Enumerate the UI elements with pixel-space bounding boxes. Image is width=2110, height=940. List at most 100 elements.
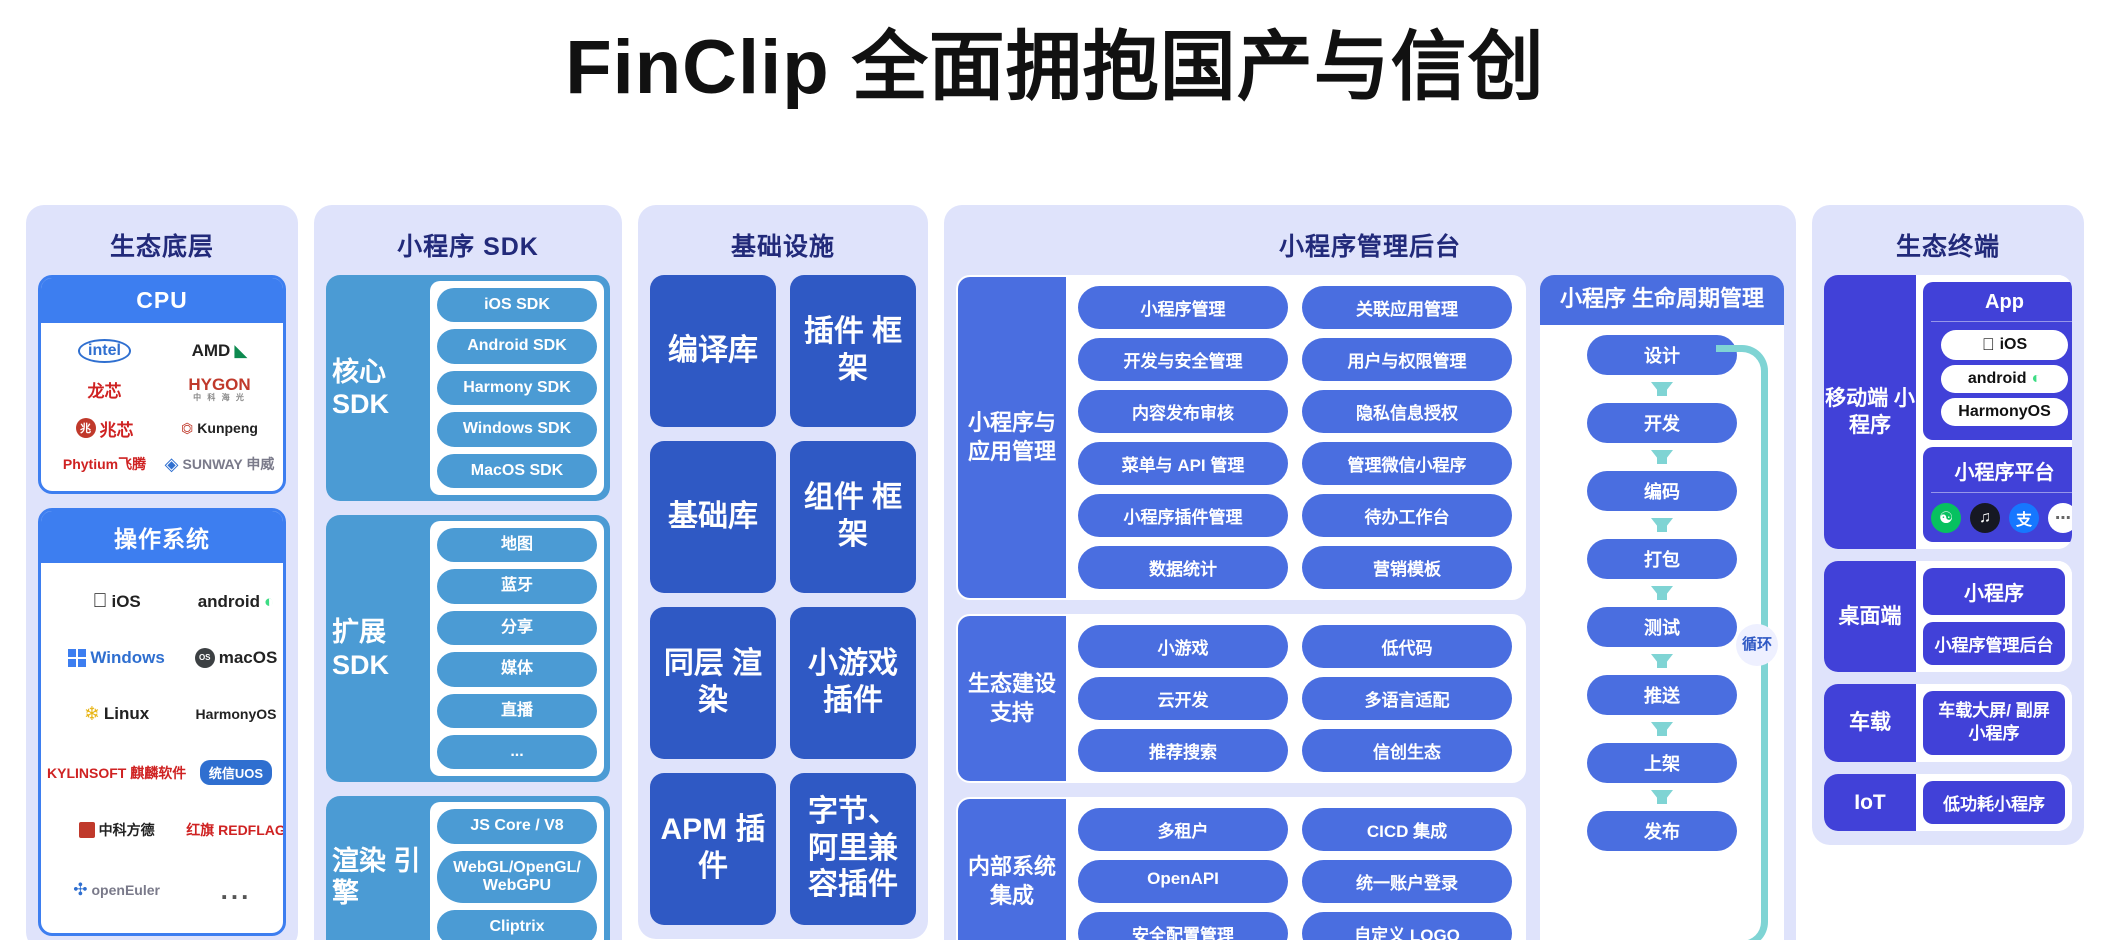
terminal-card-desktop-miniapp[interactable]: 小程序 — [1923, 568, 2065, 615]
admin-item[interactable]: 菜单与 API 管理 — [1078, 442, 1288, 485]
terminal-card-desktop-admin[interactable]: 小程序管理后台 — [1923, 622, 2065, 665]
lifecycle-title: 小程序 生命周期管理 — [1540, 275, 1784, 325]
terminal-group-desktop-label: 桌面端 — [1824, 561, 1916, 672]
admin-item[interactable]: 待办工作台 — [1302, 494, 1512, 537]
admin-item[interactable]: 用户与权限管理 — [1302, 338, 1512, 381]
douyin-icon[interactable]: ♫ — [1970, 503, 2000, 533]
alipay-icon[interactable]: 支 — [2009, 503, 2039, 533]
infrastructure-grid: 编译库 插件 框架 基础库 组件 框架 同层 渲染 小游戏 插件 APM 插件 … — [650, 275, 916, 925]
sdk-group-render: 渲染 引擎 JS Core / V8 WebGL/OpenGL/ WebGPU … — [326, 796, 610, 940]
lifecycle-step[interactable]: 推送 — [1587, 674, 1737, 715]
admin-item[interactable]: 小程序管理 — [1078, 286, 1288, 329]
terminal-card-iot[interactable]: 低功耗小程序 — [1923, 780, 2065, 824]
terminal-group-mobile: 移动端 小程序 App iOS android◐ HarmonyOS 小程序平… — [1824, 275, 2072, 549]
infra-cell[interactable]: 字节、 阿里兼 容插件 — [790, 773, 916, 925]
terminal-card-vehicle[interactable]: 车载大屏/ 副屏小程序 — [1923, 691, 2065, 755]
lifecycle-step[interactable]: 编码 — [1587, 470, 1737, 511]
sdk-item[interactable]: ... — [437, 734, 597, 770]
infra-cell[interactable]: 编译库 — [650, 275, 776, 427]
sdk-item[interactable]: WebGL/OpenGL/ WebGPU — [437, 850, 597, 904]
lifecycle-step[interactable]: 发布 — [1587, 810, 1737, 851]
infra-cell[interactable]: 组件 框架 — [790, 441, 916, 593]
panel-sdk: 小程序 SDK 核心 SDK iOS SDK Android SDK Harmo… — [314, 205, 622, 940]
admin-item[interactable]: 开发与安全管理 — [1078, 338, 1288, 381]
admin-item[interactable]: 推荐搜索 — [1078, 729, 1288, 772]
more-icon[interactable]: ⋯ — [2048, 503, 2072, 533]
sdk-item[interactable]: Harmony SDK — [437, 370, 597, 406]
admin-item[interactable]: 关联应用管理 — [1302, 286, 1512, 329]
lifecycle-step[interactable]: 上架 — [1587, 742, 1737, 783]
admin-item[interactable]: 云开发 — [1078, 677, 1288, 720]
sdk-item[interactable]: Android SDK — [437, 329, 597, 364]
admin-item[interactable]: 内容发布审核 — [1078, 390, 1288, 433]
terminal-pill-android[interactable]: android◐ — [1941, 365, 2068, 393]
sdk-item[interactable]: JS Core / V8 — [437, 809, 597, 844]
admin-group-app-management: 小程序与 应用管理 小程序管理 关联应用管理 开发与安全管理 用户与权限管理 内… — [956, 275, 1526, 600]
admin-item[interactable]: 多租户 — [1078, 808, 1288, 851]
admin-group-app-management-label: 小程序与 应用管理 — [958, 277, 1066, 598]
sdk-item[interactable]: 媒体 — [437, 652, 597, 687]
admin-item[interactable]: 营销模板 — [1302, 546, 1512, 589]
admin-item[interactable]: 自定义 LOGO — [1302, 912, 1512, 940]
terminal-pill-ios[interactable]: iOS — [1941, 330, 2068, 360]
page-title: FinClip 全面拥抱国产与信创 — [565, 25, 1545, 110]
sdk-item[interactable]: 直播 — [437, 693, 597, 728]
arrow-down-icon — [1651, 789, 1673, 804]
arrow-down-icon — [1651, 585, 1673, 600]
sdk-item[interactable]: 蓝牙 — [437, 569, 597, 604]
panel-title-ecosystem-base: 生态底层 — [109, 233, 214, 261]
sdk-item[interactable]: iOS SDK — [437, 288, 597, 323]
lifecycle-step[interactable]: 设计 — [1587, 334, 1737, 375]
admin-group-internal-integration-label: 内部系统 集成 — [958, 799, 1066, 940]
zhaoxin-logo: 兆兆芯 — [75, 416, 134, 441]
arrow-down-icon — [1651, 653, 1673, 668]
admin-item[interactable]: 小游戏 — [1078, 625, 1288, 668]
terminal-group-iot-label: IoT — [1824, 773, 1916, 831]
terminal-group-iot: IoT 低功耗小程序 — [1824, 773, 2072, 831]
terminal-card-app-heading: App — [1931, 291, 2072, 322]
terminal-pill-harmonyos[interactable]: HarmonyOS — [1941, 398, 2068, 426]
terminal-card-heading: 低功耗小程序 — [1943, 792, 2045, 814]
terminal-card-heading: 小程序 — [1964, 581, 2024, 605]
admin-item[interactable]: 小程序插件管理 — [1078, 494, 1288, 537]
harmonyos-logo: HarmonyOS — [195, 704, 277, 722]
admin-item[interactable]: 信创生态 — [1302, 729, 1512, 772]
panel-title-terminal: 生态终端 — [1895, 233, 2000, 261]
lifecycle-steps: 设计 开发 编码 打包 测试 推送 — [1587, 334, 1737, 851]
wechat-icon[interactable]: ☯ — [1931, 503, 1961, 533]
admin-item[interactable]: 数据统计 — [1078, 546, 1288, 589]
admin-item[interactable]: OpenAPI — [1078, 860, 1288, 903]
admin-item[interactable]: 安全配置管理 — [1078, 912, 1288, 940]
sdk-item[interactable]: 地图 — [437, 527, 597, 563]
lifecycle-step[interactable]: 开发 — [1587, 402, 1737, 443]
sdk-item[interactable]: MacOS SDK — [437, 453, 597, 488]
intel-logo: intel — [78, 339, 131, 364]
infra-cell[interactable]: 小游戏 插件 — [790, 607, 916, 759]
admin-item[interactable]: 统一账户登录 — [1302, 860, 1512, 903]
panel-admin: 小程序管理后台 小程序与 应用管理 小程序管理 关联应用管理 开发与安全管理 用… — [944, 205, 1796, 940]
lifecycle-step[interactable]: 测试 — [1587, 606, 1737, 647]
infra-cell[interactable]: 插件 框架 — [790, 275, 916, 427]
admin-item[interactable]: CICD 集成 — [1302, 808, 1512, 851]
admin-item[interactable]: 管理微信小程序 — [1302, 442, 1512, 485]
admin-item[interactable]: 隐私信息授权 — [1302, 390, 1512, 433]
arrow-down-icon — [1651, 449, 1673, 464]
lifecycle-loop-label: 循环 — [1736, 624, 1778, 667]
lifecycle-step[interactable]: 打包 — [1587, 538, 1737, 579]
terminal-group-iot-items: 低功耗小程序 — [1916, 773, 2072, 831]
admin-item[interactable]: 低代码 — [1302, 625, 1512, 668]
admin-item[interactable]: 多语言适配 — [1302, 677, 1512, 720]
os-heading: 操作系统 — [41, 511, 283, 563]
sdk-item[interactable]: Cliptrix — [437, 910, 597, 940]
sdk-item[interactable]: 分享 — [437, 610, 597, 646]
uos-logo: 统信UOS — [199, 760, 273, 786]
terminal-card-heading: 车载大屏/ 副屏小程序 — [1938, 699, 2050, 743]
infra-cell[interactable]: 同层 渲染 — [650, 607, 776, 759]
infra-cell[interactable]: APM 插件 — [650, 773, 776, 925]
admin-group-internal-integration-items: 多租户 CICD 集成 OpenAPI 统一账户登录 安全配置管理 自定义 LO… — [1066, 799, 1524, 940]
infra-cell[interactable]: 基础库 — [650, 441, 776, 593]
sdk-item[interactable]: Windows SDK — [437, 412, 597, 447]
os-more-dots: ... — [220, 874, 252, 905]
